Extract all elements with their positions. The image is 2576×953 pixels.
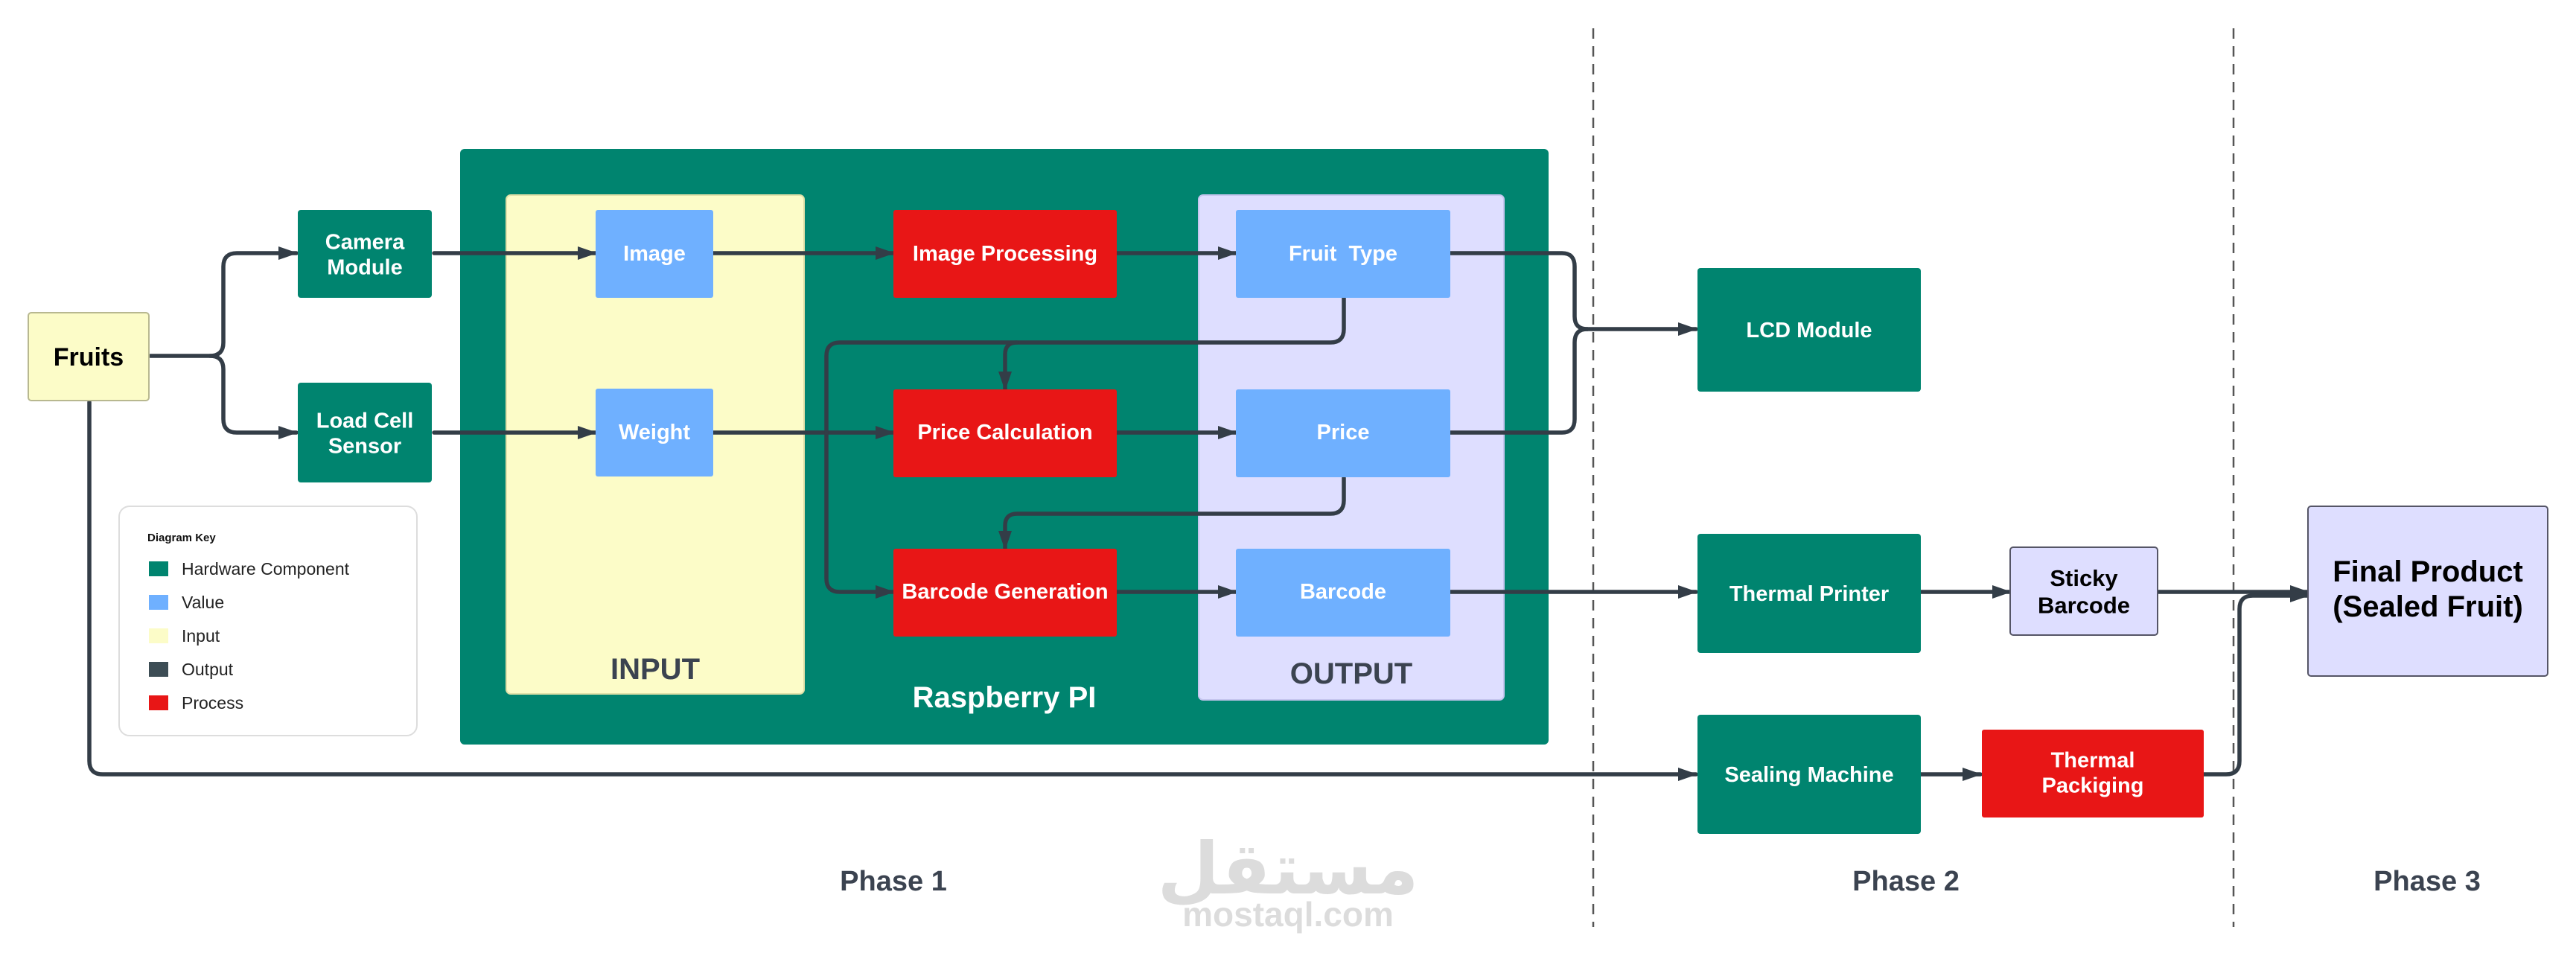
legend-label-value: Value xyxy=(182,593,224,612)
legend-label-hardware: Hardware Component xyxy=(182,559,350,579)
connectors xyxy=(87,246,2310,781)
node-fruit-type xyxy=(1236,210,1450,298)
node-final-product-label: Final Product(Sealed Fruit) xyxy=(2333,555,2523,623)
input-group-label: INPUT xyxy=(610,653,700,686)
connector-fruits-sealing xyxy=(87,400,1698,781)
legend-swatch-output xyxy=(149,662,168,677)
node-image-processing xyxy=(893,210,1117,298)
node-thermal-printer xyxy=(1697,534,1921,653)
connector-packaging-final xyxy=(2202,589,2310,777)
legend-label-process: Process xyxy=(182,693,243,713)
legend-swatch-value xyxy=(149,595,168,610)
legend-label-output: Output xyxy=(182,660,234,679)
connector-fruittype-barcode-gen xyxy=(824,340,1019,599)
node-sticky-barcode xyxy=(2009,546,2158,636)
watermark: مستقل mostaql.com xyxy=(1157,829,1418,934)
node-weight xyxy=(596,389,713,476)
diagram-key-panel xyxy=(118,506,418,736)
legend-label-input: Input xyxy=(182,626,220,646)
node-lcd-module-label: LCD Module xyxy=(1746,319,1872,342)
node-barcode-label: Barcode xyxy=(1300,580,1386,604)
node-fruit-type-label: Fruit Type xyxy=(1289,242,1397,266)
node-barcode xyxy=(1236,549,1450,637)
phase-3-label: Phase 3 xyxy=(2373,866,2481,897)
legend-swatch-input xyxy=(149,628,168,643)
phase-2-label: Phase 2 xyxy=(1852,866,1960,897)
node-price xyxy=(1236,389,1450,477)
node-price-label: Price xyxy=(1317,421,1370,444)
node-thermal-printer-label: Thermal Printer xyxy=(1729,582,1889,606)
node-final-product xyxy=(2307,506,2548,677)
node-image-processing-label: Image Processing xyxy=(913,242,1097,266)
legend-swatch-hardware xyxy=(149,561,168,576)
watermark-latin: mostaql.com xyxy=(1182,895,1394,934)
diagram-key: Diagram Key Hardware Component Value Inp… xyxy=(118,506,418,736)
connector-fruits-loadcell xyxy=(208,354,299,439)
node-barcode-generation-label: Barcode Generation xyxy=(902,580,1108,604)
raspberry-pi-label: Raspberry PI xyxy=(913,681,1097,714)
legend-swatch-process xyxy=(149,695,168,710)
node-thermal-packaging xyxy=(1982,730,2204,817)
diagram-key-title: Diagram Key xyxy=(147,532,216,544)
node-sealing-machine xyxy=(1697,715,1921,834)
phase-1-label: Phase 1 xyxy=(840,866,947,897)
node-image-label: Image xyxy=(623,242,686,266)
watermark-arabic: مستقل xyxy=(1157,829,1418,909)
node-price-calculation-label: Price Calculation xyxy=(917,421,1092,444)
output-group-label: OUTPUT xyxy=(1290,657,1412,690)
node-lcd-module xyxy=(1697,268,1921,392)
node-sealing-machine-label: Sealing Machine xyxy=(1724,763,1893,787)
node-barcode-generation xyxy=(893,549,1117,637)
connector-fruits-camera xyxy=(148,246,299,358)
node-load-cell-sensor xyxy=(298,383,432,482)
node-weight-label: Weight xyxy=(619,421,690,444)
node-fruits xyxy=(28,312,150,401)
node-camera-module xyxy=(298,210,432,298)
node-fruits-label: Fruits xyxy=(54,343,124,372)
connector-price-barcode-gen xyxy=(998,476,1346,551)
node-image xyxy=(596,210,713,298)
node-price-calculation xyxy=(893,389,1117,477)
connector-fruittype-lcd xyxy=(1448,251,1590,331)
connector-price-lcd xyxy=(1448,327,1590,435)
connector-fruittype-price-calc xyxy=(998,296,1346,392)
